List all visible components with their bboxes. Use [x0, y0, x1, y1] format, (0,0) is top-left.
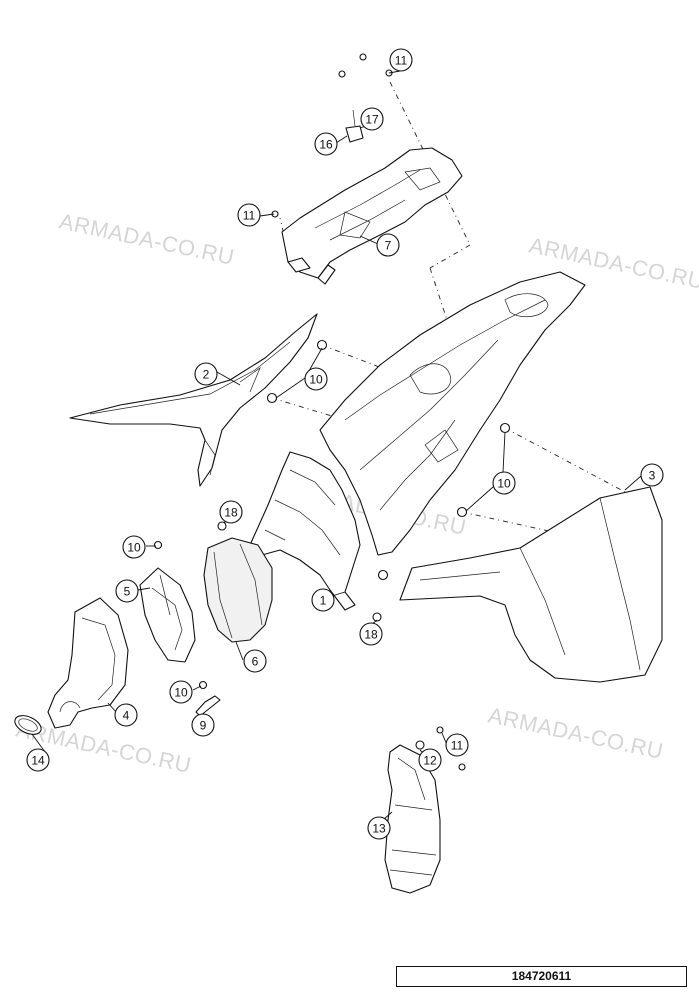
- callout-label: 10: [309, 373, 323, 387]
- callout-label: 6: [252, 655, 259, 669]
- callout-label: 11: [395, 54, 408, 68]
- callout-18: 18: [219, 500, 243, 524]
- callout-9: 9: [191, 713, 215, 737]
- callout-label: 11: [243, 209, 256, 223]
- callout-7: 7: [376, 233, 400, 257]
- callout-12: 12: [418, 748, 442, 772]
- callout-18: 18: [359, 622, 383, 646]
- callout-label: 1: [320, 594, 327, 608]
- callout-label: 9: [200, 719, 207, 733]
- watermark: ARMADA-CO.RU: [486, 702, 666, 764]
- callout-5: 5: [115, 579, 139, 603]
- callout-14: 14: [26, 748, 50, 772]
- callout-11: 11: [445, 733, 469, 757]
- callout-label: 18: [364, 628, 378, 642]
- callout-10: 10: [304, 367, 328, 391]
- callout-label: 4: [123, 709, 130, 723]
- callout-label: 13: [372, 822, 386, 836]
- callout-11: 11: [237, 203, 261, 227]
- callout-10: 10: [492, 471, 516, 495]
- intake-boot-part: [47, 597, 129, 729]
- callout-17: 17: [360, 107, 384, 131]
- callout-label: 2: [203, 368, 210, 382]
- callout-4: 4: [114, 703, 138, 727]
- callout-label: 10: [127, 541, 141, 555]
- callout-label: 16: [319, 138, 333, 152]
- rear-fender-part: [319, 271, 586, 556]
- callout-2: 2: [194, 362, 218, 386]
- callout-10: 10: [122, 535, 146, 559]
- fasteners: [153, 53, 511, 779]
- callout-label: 18: [224, 506, 238, 520]
- callout-label: 14: [31, 754, 45, 768]
- callout-6: 6: [243, 649, 267, 673]
- callout-16: 16: [314, 132, 338, 156]
- side-panel-right-part: [399, 486, 663, 683]
- callout-10: 10: [169, 680, 193, 704]
- callout-label: 5: [124, 585, 131, 599]
- callout-label: 17: [365, 113, 379, 127]
- filter-cover-part: [203, 537, 273, 643]
- callout-label: 10: [174, 686, 188, 700]
- rear-bracket-part: [281, 109, 463, 285]
- callout-label: 7: [385, 239, 392, 253]
- filter-cage-part: [139, 567, 196, 663]
- callout-1: 1: [311, 588, 335, 612]
- callout-label: 12: [423, 754, 437, 768]
- callout-11: 11: [389, 48, 413, 72]
- callout-3: 3: [640, 463, 664, 487]
- clamp-part: [14, 715, 42, 735]
- side-panel-left-part: [69, 313, 318, 487]
- spring-clip-part: [195, 695, 221, 717]
- diagram-reference-number: 184720611: [396, 966, 687, 987]
- callout-label: 11: [451, 739, 464, 753]
- callout-label: 10: [497, 477, 511, 491]
- callout-label: 3: [649, 469, 656, 483]
- watermark: ARMADA-CO.RU: [57, 208, 237, 270]
- callout-13: 13: [367, 816, 391, 840]
- airbox-part: [249, 451, 361, 611]
